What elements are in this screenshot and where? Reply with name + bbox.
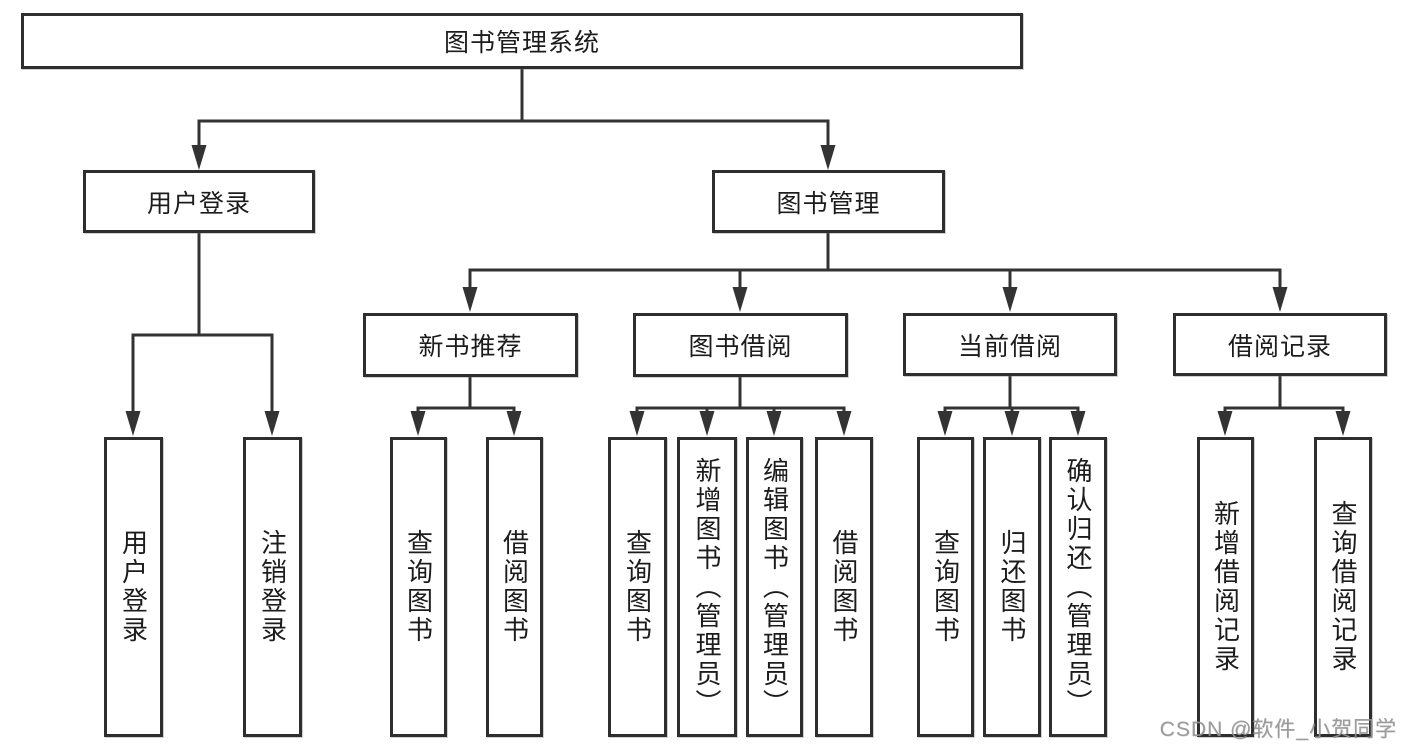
leaf-current-query-book-label: 查询图书 [930, 529, 961, 645]
node-current-borrow-label: 当前借阅 [957, 332, 1062, 361]
leaf-query-borrow-record-label: 查询借阅记录 [1328, 500, 1358, 674]
node-new-book-recommend: 新书推荐 [363, 313, 578, 377]
leaf-recommend-query-book: 查询图书 [390, 437, 447, 737]
leaf-add-borrow-record-label: 新增借阅记录 [1210, 500, 1241, 674]
leaf-add-borrow-record: 新增借阅记录 [1197, 437, 1254, 737]
leaf-add-book-admin-label: 新增图书（管理员） [692, 456, 722, 718]
node-user-login-label: 用户登录 [146, 189, 251, 218]
node-user-login: 用户登录 [83, 170, 315, 233]
leaf-return-book-label: 归还图书 [997, 529, 1027, 645]
leaf-borrow-borrow-book: 借阅图书 [815, 437, 873, 737]
watermark: CSDN @软件_小贺同学 [1159, 718, 1397, 741]
leaf-borrow-borrow-book-label: 借阅图书 [829, 529, 859, 645]
leaf-user-login-label: 用户登录 [118, 529, 149, 645]
node-borrow-record: 借阅记录 [1173, 313, 1387, 376]
leaf-add-book-admin: 新增图书（管理员） [677, 437, 737, 737]
node-current-borrow: 当前借阅 [903, 313, 1117, 376]
leaf-confirm-return-admin: 确认归还（管理员） [1049, 437, 1107, 737]
leaf-edit-book-admin-label: 编辑图书（管理员） [759, 456, 790, 718]
leaf-return-book: 归还图书 [983, 437, 1041, 737]
leaf-borrow-query-book: 查询图书 [608, 437, 667, 737]
node-book-management-label: 图书管理 [776, 189, 881, 218]
leaf-user-login: 用户登录 [104, 437, 163, 737]
node-root-label: 图书管理系统 [443, 29, 600, 57]
leaf-logout-label: 注销登录 [257, 529, 288, 645]
node-book-management: 图书管理 [712, 170, 945, 233]
leaf-recommend-borrow-book-label: 借阅图书 [499, 529, 530, 645]
leaf-edit-book-admin: 编辑图书（管理员） [746, 437, 803, 737]
leaf-query-borrow-record: 查询借阅记录 [1314, 437, 1372, 737]
node-new-book-recommend-label: 新书推荐 [418, 333, 523, 361]
node-root: 图书管理系统 [21, 13, 1023, 69]
leaf-confirm-return-admin-label: 确认归还（管理员） [1063, 456, 1093, 718]
leaf-recommend-query-book-label: 查询图书 [403, 529, 434, 645]
leaf-logout: 注销登录 [243, 437, 302, 737]
leaf-current-query-book: 查询图书 [917, 437, 974, 737]
leaf-recommend-borrow-book: 借阅图书 [486, 437, 543, 737]
node-borrow-record-label: 借阅记录 [1227, 332, 1332, 361]
leaf-borrow-query-book-label: 查询图书 [622, 529, 653, 645]
node-book-borrow-label: 图书借阅 [688, 333, 793, 361]
node-book-borrow: 图书借阅 [633, 313, 848, 377]
